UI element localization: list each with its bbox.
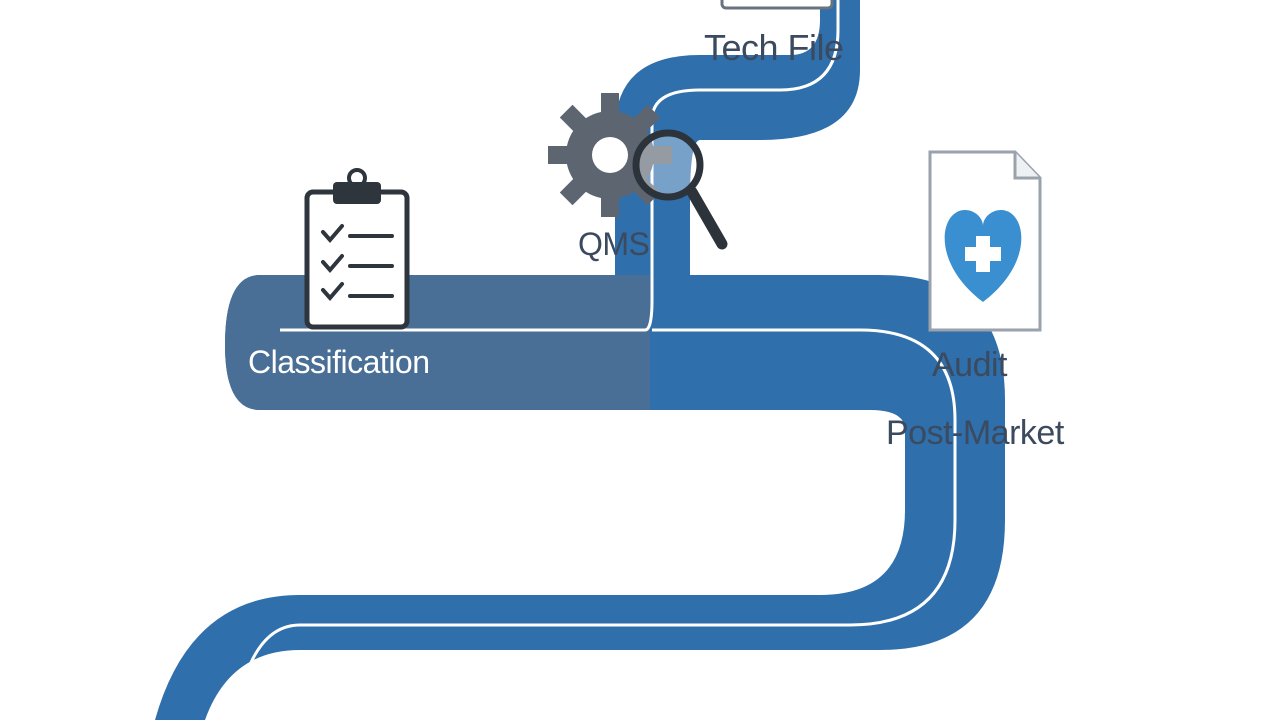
step-label-post-market: Post-Market (886, 414, 1064, 452)
winding-road (155, 0, 1005, 720)
step-label-classification: Classification (248, 344, 430, 380)
clipboard-checklist-icon (304, 168, 410, 330)
document-icon (720, 0, 834, 10)
road-upper-segment (615, 0, 860, 285)
diagram-title: MDR Certification (258, 665, 669, 721)
road-lane-line (280, 0, 840, 332)
step-label-qms: QMS (578, 226, 650, 262)
gear-magnifier-icon (548, 93, 728, 250)
step-label-tech-file: Tech File (704, 27, 844, 68)
road-lane-line-lower (233, 328, 957, 720)
step-label-audit: Audit (932, 346, 1008, 384)
heart-document-icon (928, 150, 1042, 332)
road-left-shade (225, 275, 650, 410)
